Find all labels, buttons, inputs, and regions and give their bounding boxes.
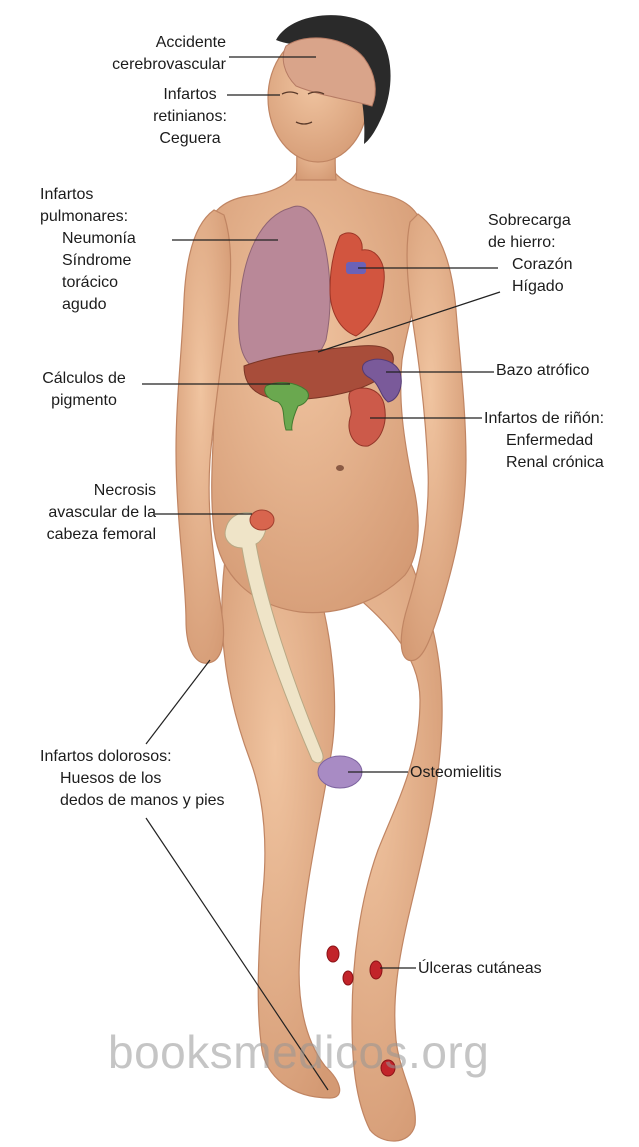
label-spleen: Bazo atrófico (496, 360, 636, 382)
label-line: pigmento (24, 390, 144, 412)
label-lung: Infartos pulmonares: Neumonía Síndrome t… (40, 184, 180, 316)
label-line: Renal crónica (484, 452, 639, 474)
label-line: torácico (40, 272, 180, 294)
label-line: Infartos de riñón: (484, 408, 639, 430)
ulcer-mark (343, 971, 353, 985)
label-kidney: Infartos de riñón: Enfermedad Renal crón… (484, 408, 639, 474)
label-line: Cálculos de (24, 368, 144, 390)
label-gallstones: Cálculos de pigmento (24, 368, 144, 412)
arm-left (401, 214, 466, 661)
label-line: Osteomielitis (410, 762, 530, 784)
label-line: Sobrecarga (488, 210, 628, 232)
label-line: Enfermedad (484, 430, 639, 452)
label-line: Huesos de los (40, 768, 280, 790)
label-line: Necrosis (6, 480, 156, 502)
label-line: agudo (40, 294, 180, 316)
label-line: dedos de manos y pies (40, 790, 280, 812)
label-line: Hígado (488, 276, 628, 298)
label-osteo: Osteomielitis (410, 762, 530, 784)
label-line: retinianos: (140, 106, 240, 128)
watermark: booksmedicos.org (108, 1025, 489, 1079)
label-line: de hierro: (488, 232, 628, 254)
label-retina: Infartos retinianos: Ceguera (140, 84, 240, 150)
label-line: Bazo atrófico (496, 360, 636, 382)
navel (336, 465, 344, 471)
label-line: cerebrovascular (76, 54, 226, 76)
label-line: Neumonía (40, 228, 180, 250)
label-line: Infartos (40, 184, 180, 206)
leader-painful (146, 660, 210, 744)
label-line: Síndrome (40, 250, 180, 272)
label-ulcers: Úlceras cutáneas (418, 958, 578, 980)
label-line: Accidente (76, 32, 226, 54)
label-iron: Sobrecarga de hierro: Corazón Hígado (488, 210, 628, 298)
label-painful: Infartos dolorosos: Huesos de los dedos … (40, 746, 280, 812)
label-line: Infartos dolorosos: (40, 746, 280, 768)
label-line: Úlceras cutáneas (418, 958, 578, 980)
label-stroke: Accidente cerebrovascular (76, 32, 226, 76)
ulcer-mark (327, 946, 339, 962)
label-line: pulmonares: (40, 206, 180, 228)
label-line: Ceguera (140, 128, 240, 150)
label-line: Corazón (488, 254, 628, 276)
femoral-head-necrosis (250, 510, 274, 530)
label-line: cabeza femoral (6, 524, 156, 546)
label-line: avascular de la (6, 502, 156, 524)
label-line: Infartos (140, 84, 240, 106)
label-femoral: Necrosis avascular de la cabeza femoral (6, 480, 156, 546)
ulcer-mark (370, 961, 382, 979)
